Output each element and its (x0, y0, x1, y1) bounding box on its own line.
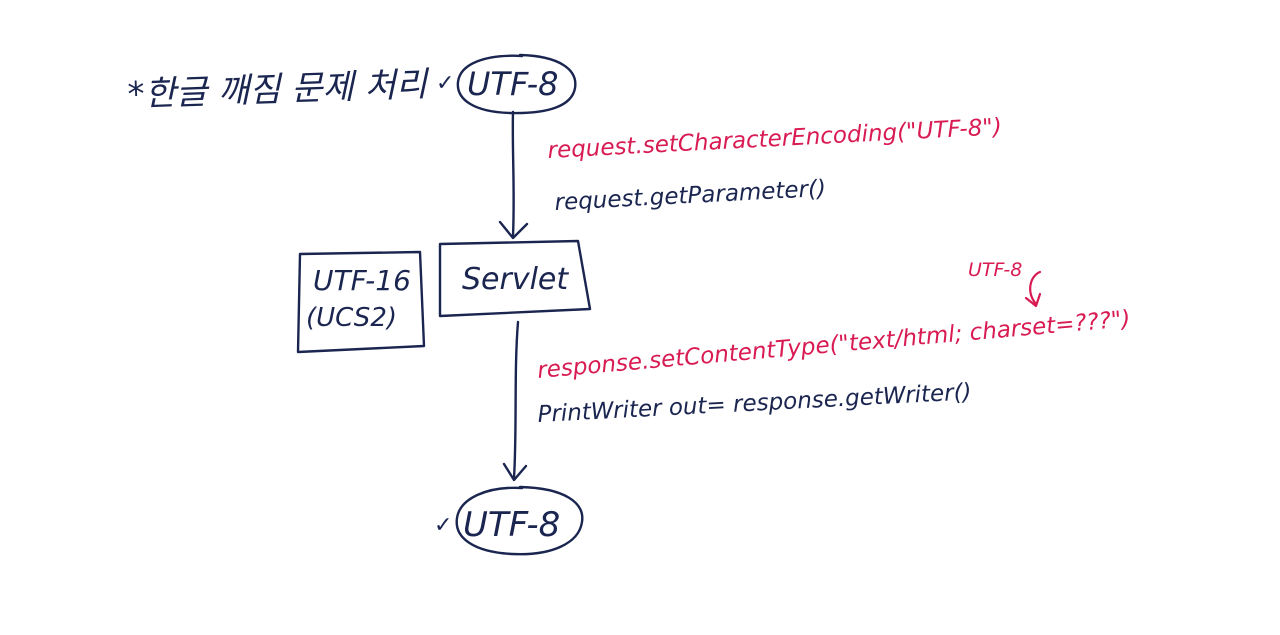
input-utf8-label: UTF-8 (467, 65, 559, 103)
servlet-box: Servlet (438, 239, 592, 318)
utf16-label: UTF-16 (313, 264, 411, 297)
output-check-mark: ✓ (434, 513, 452, 538)
output-utf8-node: UTF-8 (455, 485, 584, 556)
get-parameter-call: request.getParameter() (554, 176, 827, 216)
arrow-to-servlet (498, 110, 529, 240)
charset-note: UTF-8 (968, 259, 1022, 281)
output-utf8-label: UTF-8 (463, 505, 560, 545)
set-character-encoding-call: request.setCharacterEncoding("UTF-8") (547, 114, 1003, 164)
utf16-box-outline (296, 250, 426, 354)
set-content-type-call: response.setContentType("text/html; char… (536, 306, 1131, 384)
utf16-memory-box: UTF-16 (UCS2) (296, 250, 426, 354)
ucs2-label: (UCS2) (306, 303, 397, 333)
servlet-label: Servlet (462, 262, 569, 297)
get-writer-call: PrintWriter out= response.getWriter() (537, 379, 972, 428)
input-check-mark: ✓ (436, 71, 454, 96)
input-utf8-ellipse (456, 53, 577, 115)
charset-note-arrow (1024, 270, 1042, 308)
input-utf8-node: UTF-8 (456, 53, 577, 115)
output-utf8-ellipse (455, 485, 584, 556)
servlet-box-outline (438, 239, 592, 318)
diagram-title: *한글 깨짐 문제 처리 (127, 64, 431, 115)
arrow-to-output (502, 320, 528, 482)
